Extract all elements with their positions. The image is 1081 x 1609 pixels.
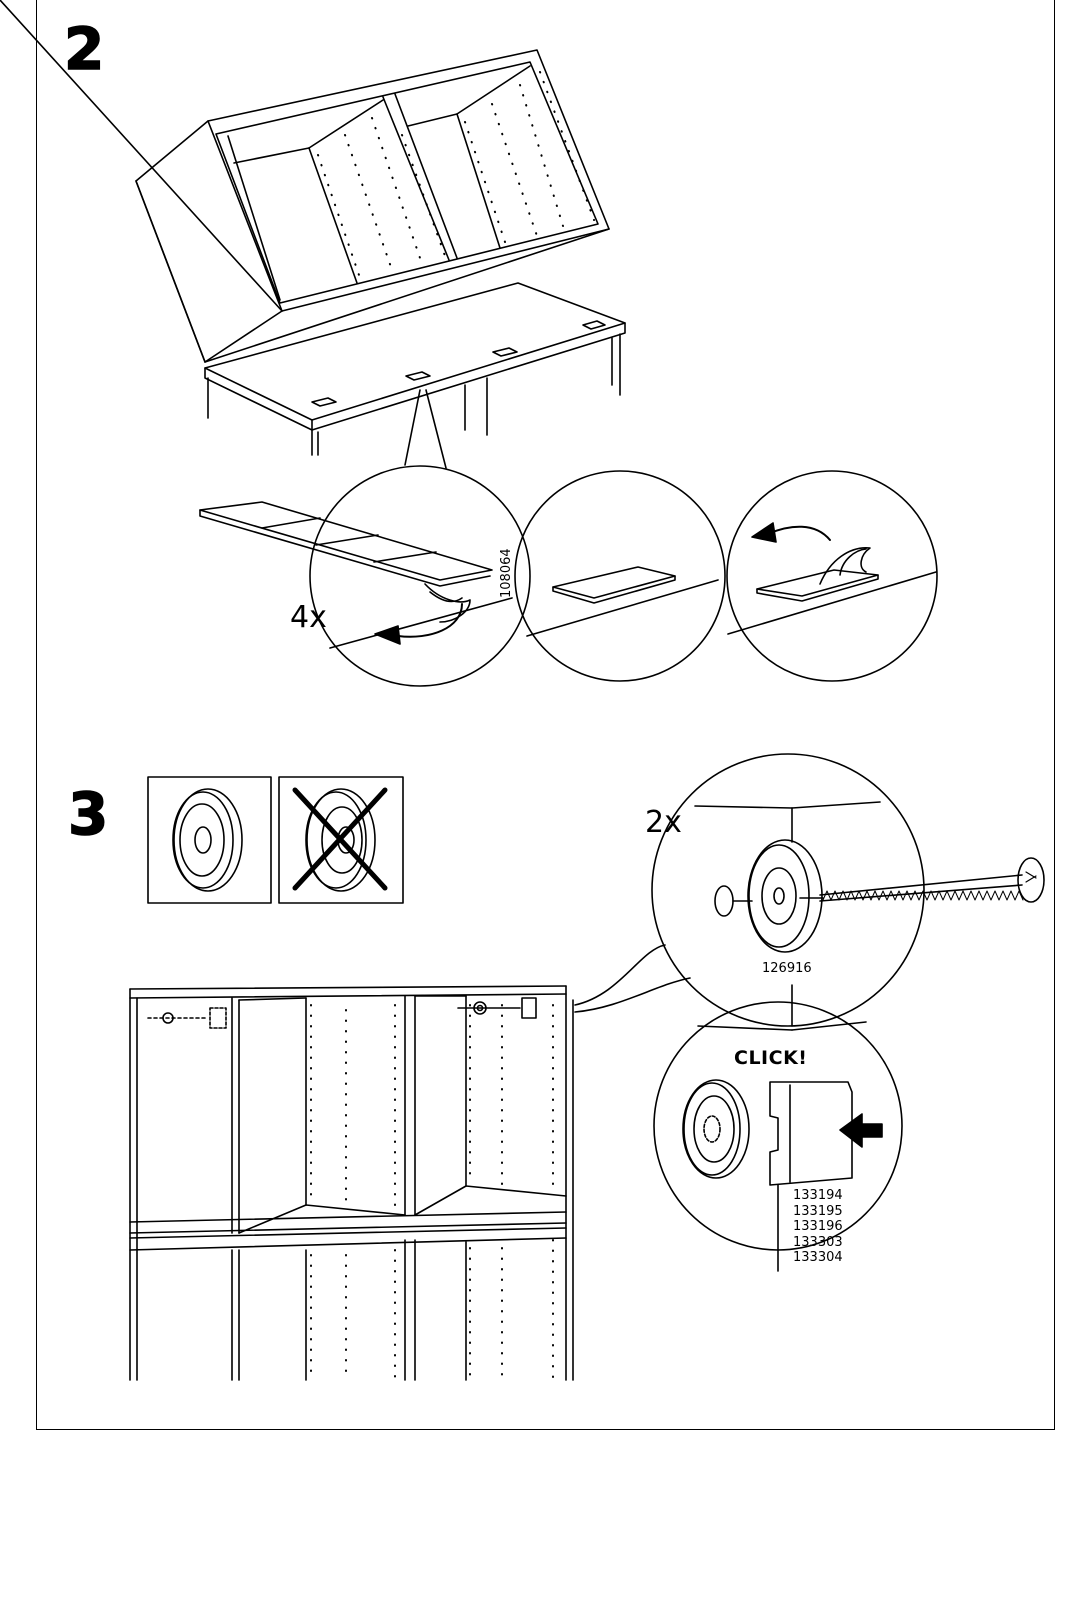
step2-part-number: 108064 bbox=[500, 548, 513, 598]
bracket-part-number: 133196 bbox=[793, 1219, 843, 1235]
bracket-part-number: 133304 bbox=[793, 1250, 843, 1266]
step3-washer-comparison bbox=[148, 777, 403, 903]
step-number-2: 2 bbox=[64, 20, 104, 78]
step3-screw-detail bbox=[652, 754, 1044, 1026]
step3-quantity: 2x bbox=[645, 808, 682, 838]
bracket-part-number: 133195 bbox=[793, 1204, 843, 1220]
bracket-part-number: 133194 bbox=[793, 1188, 843, 1204]
step3-screw-part-number: 126916 bbox=[762, 962, 812, 975]
step3-click-detail bbox=[654, 1002, 902, 1271]
step3-cabinet-drawing bbox=[130, 945, 690, 1380]
step2-detail-circles bbox=[200, 466, 937, 686]
bracket-part-number: 133303 bbox=[793, 1235, 843, 1251]
step2-quantity: 4x bbox=[290, 603, 327, 633]
step-number-3: 3 bbox=[68, 785, 108, 843]
bracket-part-numbers: 133194 133195 133196 133303 133304 bbox=[793, 1188, 843, 1266]
click-label: CLICK! bbox=[734, 1049, 807, 1068]
